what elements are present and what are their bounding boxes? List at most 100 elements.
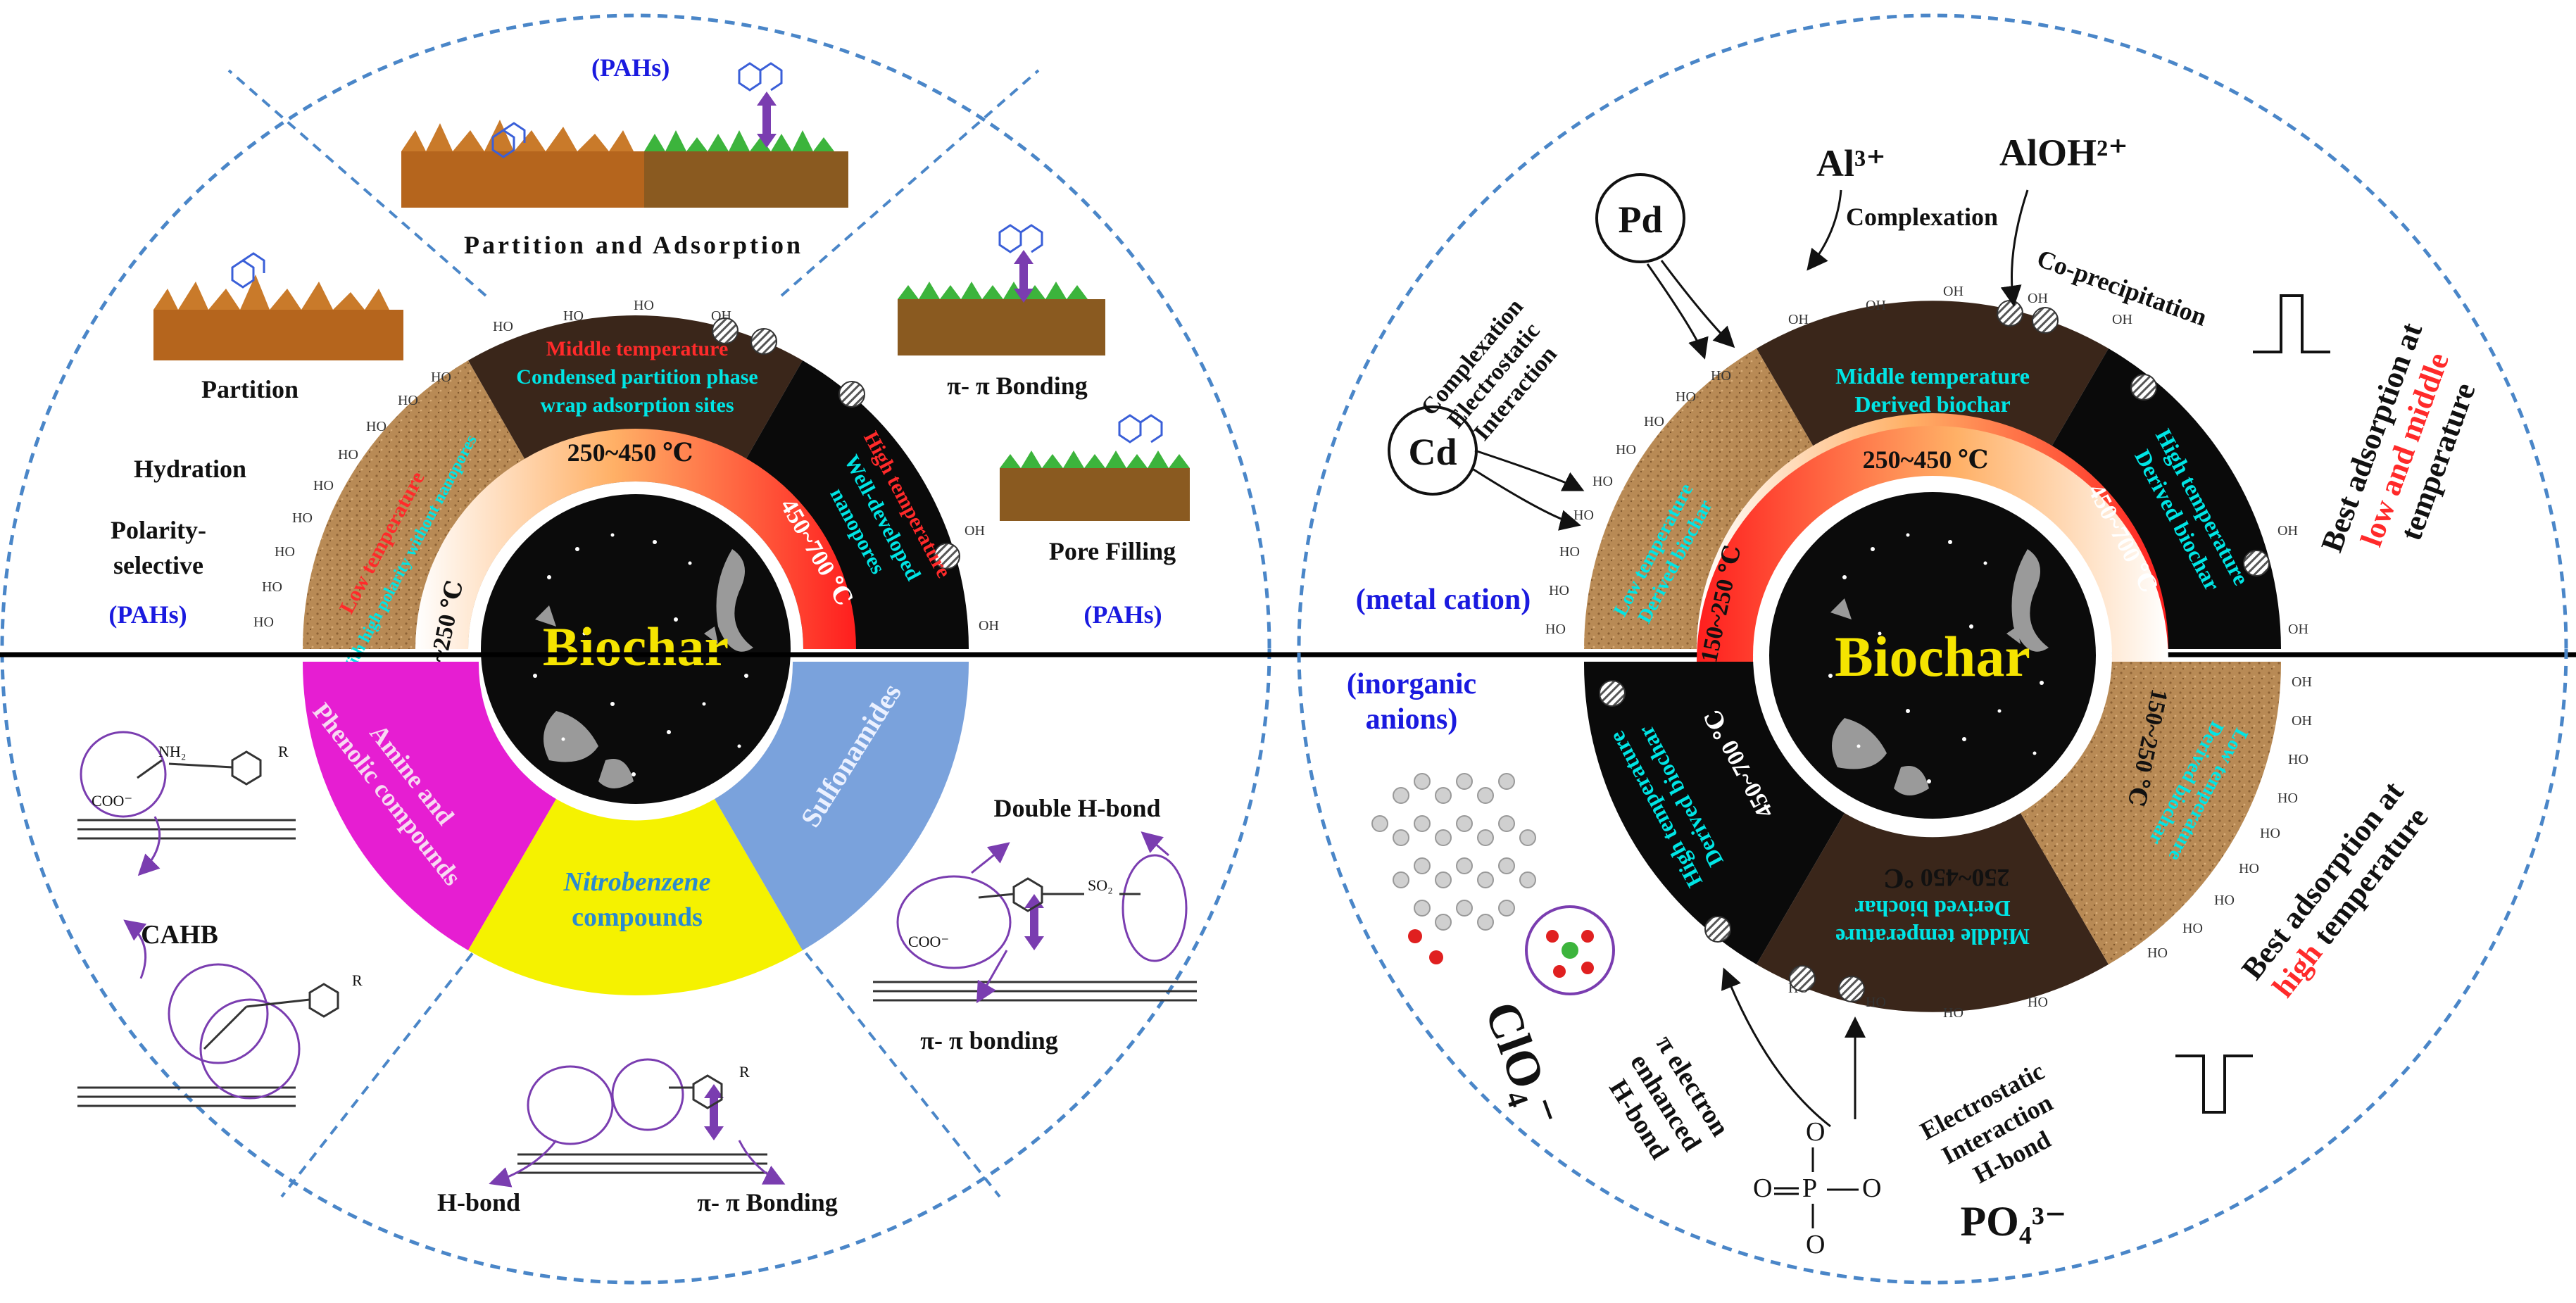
r-label-1: R bbox=[278, 743, 289, 760]
phosphate-o-right: O bbox=[1862, 1173, 1881, 1203]
left-divider-2 bbox=[780, 69, 1040, 297]
pd-circle bbox=[1595, 173, 1685, 263]
svg-text:HO: HO bbox=[634, 298, 654, 313]
svg-text:HO: HO bbox=[313, 478, 334, 493]
inorganic-anions-label-2: anions) bbox=[1366, 703, 1458, 736]
al-label: Al³⁺ bbox=[1816, 142, 1886, 184]
svg-text:HO: HO bbox=[1592, 474, 1613, 489]
phosphate-p: P bbox=[1802, 1173, 1817, 1203]
clo4-label: ClO₄⁻ bbox=[1474, 995, 1569, 1134]
right-mid-bottom-2: Derived biochar bbox=[1854, 896, 2010, 921]
svg-text:OH: OH bbox=[1866, 298, 1886, 313]
coo-label-2: COO⁻ bbox=[908, 933, 949, 950]
right-hatch-6 bbox=[1704, 916, 1731, 943]
svg-text:HO: HO bbox=[2260, 826, 2280, 841]
right-hatch-5 bbox=[1599, 680, 1626, 707]
partition-label: Partition bbox=[201, 375, 299, 403]
pd-arrow-1 bbox=[1660, 260, 1735, 348]
right-low-temp-top bbox=[1584, 348, 1845, 649]
left-mid-desc-2: wrap adsorption sites bbox=[540, 394, 734, 417]
left-core-particles bbox=[535, 549, 753, 788]
hbond-label: H-bond bbox=[437, 1188, 520, 1216]
po4-label: PO₄³⁻ bbox=[1961, 1198, 2067, 1245]
r-label-3: R bbox=[739, 1063, 750, 1081]
clo4-molecule-icon bbox=[1546, 930, 1594, 978]
right-hatch-8 bbox=[1838, 976, 1865, 1002]
inorganic-anions-label-1: (inorganic bbox=[1347, 668, 1476, 700]
pore-filling-surface bbox=[1000, 451, 1190, 521]
svg-text:HO: HO bbox=[1644, 414, 1664, 429]
left-hatch-2 bbox=[750, 328, 777, 355]
clo4-circle bbox=[1525, 905, 1615, 995]
svg-text:OH: OH bbox=[2277, 523, 2298, 539]
phosphate-arrow-1 bbox=[1721, 967, 1831, 1128]
svg-text:OH: OH bbox=[2028, 291, 2048, 306]
nitro-sketch bbox=[517, 1058, 767, 1174]
pi-bonding-arrow bbox=[976, 950, 1008, 1004]
polarity-label-2: selective bbox=[113, 551, 203, 579]
svg-text:HO: HO bbox=[275, 544, 295, 560]
partition-adsorption-label: Partition and Adsorption bbox=[464, 231, 803, 259]
svg-text:HO: HO bbox=[262, 579, 282, 595]
purple-arrows bbox=[704, 92, 1044, 1140]
svg-text:OH: OH bbox=[2288, 622, 2308, 637]
right-high-temp-bottom bbox=[1583, 662, 1845, 964]
right-high-temp-top bbox=[2021, 348, 2281, 649]
graphene-molecule-icon bbox=[1371, 773, 1536, 931]
svg-text:HO: HO bbox=[2277, 791, 2298, 806]
left-core-dots bbox=[533, 533, 748, 776]
cahb-label: CAHB bbox=[141, 920, 218, 950]
svg-text:HO: HO bbox=[1545, 622, 1566, 637]
bracket-top bbox=[2253, 294, 2330, 353]
pahs-left: (PAHs) bbox=[108, 600, 187, 629]
left-divider-4 bbox=[752, 886, 1001, 1198]
partition-adsorption-surface bbox=[401, 120, 848, 208]
svg-text:OH: OH bbox=[2292, 713, 2312, 729]
right-low-temp-bottom bbox=[2021, 662, 2282, 964]
pah-molecule-icon bbox=[231, 62, 1163, 443]
left-divider-1 bbox=[227, 69, 487, 297]
polarity-label-1: Polarity- bbox=[111, 516, 206, 544]
sulfonamide-sketch bbox=[873, 854, 1197, 1002]
pi-bonding-surface bbox=[898, 282, 1105, 355]
left-divider-3 bbox=[280, 886, 526, 1198]
cd-label: Cd bbox=[1408, 431, 1457, 473]
so2-label: SO₂ bbox=[1088, 876, 1113, 894]
pi-bonding-lower-label: π- π bonding bbox=[920, 1026, 1058, 1055]
right-mid-top-2: Derived biochar bbox=[1854, 391, 2010, 417]
svg-text:HO: HO bbox=[1676, 389, 1696, 405]
cahb-arrow-down bbox=[137, 816, 161, 876]
left-mid-title: Middle temperature bbox=[546, 337, 729, 360]
svg-text:HO: HO bbox=[493, 319, 513, 334]
svg-text:HO: HO bbox=[1616, 442, 1636, 458]
svg-text:HO: HO bbox=[366, 419, 387, 434]
right-hatch-2 bbox=[2032, 307, 2059, 334]
phosphate-o-bottom: O bbox=[1806, 1230, 1825, 1259]
svg-text:OH: OH bbox=[2292, 674, 2312, 690]
hbond-arrow bbox=[489, 1140, 558, 1188]
svg-text:HO: HO bbox=[1559, 544, 1580, 560]
svg-text:OH: OH bbox=[1788, 312, 1809, 327]
left-temp-band bbox=[415, 429, 856, 649]
phosphate-o-top: O bbox=[1806, 1117, 1825, 1147]
svg-text:HO: HO bbox=[2239, 861, 2259, 876]
cd-arrow-1 bbox=[1474, 449, 1585, 491]
svg-text:HO: HO bbox=[2147, 945, 2168, 961]
left-hatch-1 bbox=[712, 317, 739, 344]
left-core-label: Biochar bbox=[543, 616, 729, 677]
partition-surface bbox=[153, 275, 403, 360]
svg-text:HO: HO bbox=[292, 510, 313, 526]
pd-arrow-2 bbox=[1646, 263, 1709, 360]
svg-text:HO: HO bbox=[1549, 583, 1569, 598]
svg-text:HO: HO bbox=[1943, 1005, 1964, 1021]
left-temp-mid: 250~450 ℃ bbox=[567, 439, 693, 467]
svg-text:HO: HO bbox=[398, 393, 418, 408]
svg-text:HO: HO bbox=[431, 370, 451, 385]
right-temp-band-bottom bbox=[1697, 426, 2168, 662]
svg-text:OH: OH bbox=[979, 618, 999, 634]
pi-bonding-bottom-label: π- π Bonding bbox=[697, 1188, 838, 1216]
double-hbond-arrow-1 bbox=[971, 842, 1010, 874]
